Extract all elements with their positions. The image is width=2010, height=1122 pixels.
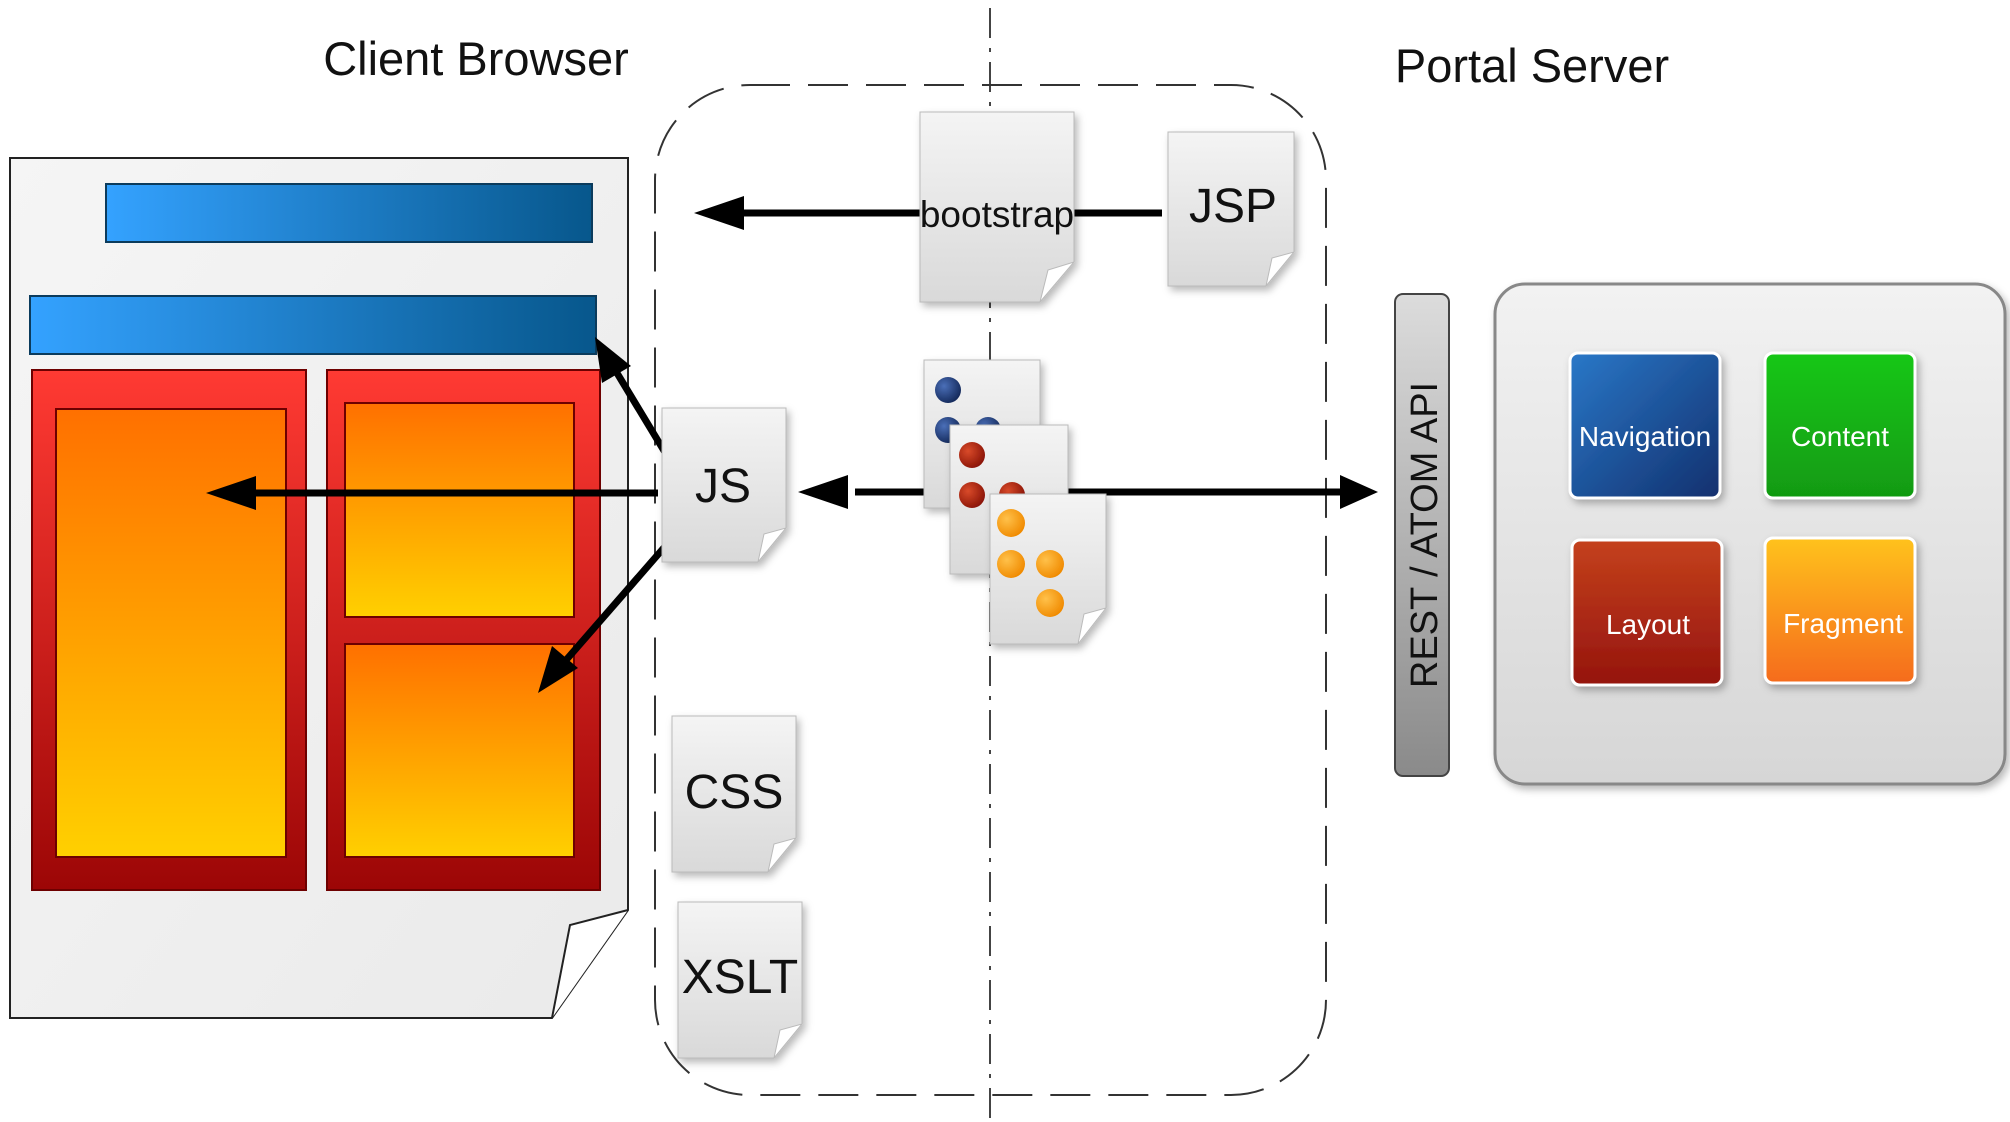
service-tile-navigation (1568, 351, 1722, 500)
resource-region (654, 84, 1327, 1096)
orange-dot (997, 509, 1025, 537)
orange-dot (1036, 550, 1064, 578)
bootstrap-label: bootstrap (920, 194, 1074, 235)
js-label: JS (695, 460, 751, 513)
browser-page (9, 157, 629, 1019)
jsp-document (1167, 131, 1296, 287)
rest-api-bar (1394, 293, 1450, 777)
service-tile-fragment (1763, 536, 1917, 685)
jsp-label: JSP (1189, 180, 1277, 233)
orange-dot (997, 550, 1025, 578)
service-label-content: Content (1791, 421, 1889, 452)
service-tile-content (1763, 351, 1917, 500)
portlet-right-bottom (344, 643, 575, 858)
service-label-navigation: Navigation (1579, 421, 1711, 452)
orange-dot (1036, 589, 1064, 617)
blue-dot (935, 377, 961, 403)
js-portlet-arrow (564, 540, 671, 662)
red-dot (959, 442, 985, 468)
service-tile-layout (1570, 538, 1724, 687)
xslt-document (677, 901, 804, 1059)
js-document (661, 407, 788, 563)
css-label: CSS (685, 766, 784, 819)
css-document (671, 715, 798, 873)
page-nav-bar (29, 295, 597, 355)
portlet-left (31, 369, 307, 891)
client-browser-title: Client Browser (323, 32, 629, 85)
page-header-bar (105, 183, 593, 243)
xslt-label: XSLT (682, 951, 798, 1004)
service-label-fragment: Fragment (1783, 608, 1903, 639)
portal-server-title: Portal Server (1395, 39, 1669, 92)
bootstrap-document (919, 111, 1076, 303)
rest-api-label: REST / ATOM API (1404, 382, 1446, 688)
service-label-layout: Layout (1606, 609, 1690, 640)
red-dot (959, 482, 985, 508)
data-document-orange (989, 493, 1108, 645)
